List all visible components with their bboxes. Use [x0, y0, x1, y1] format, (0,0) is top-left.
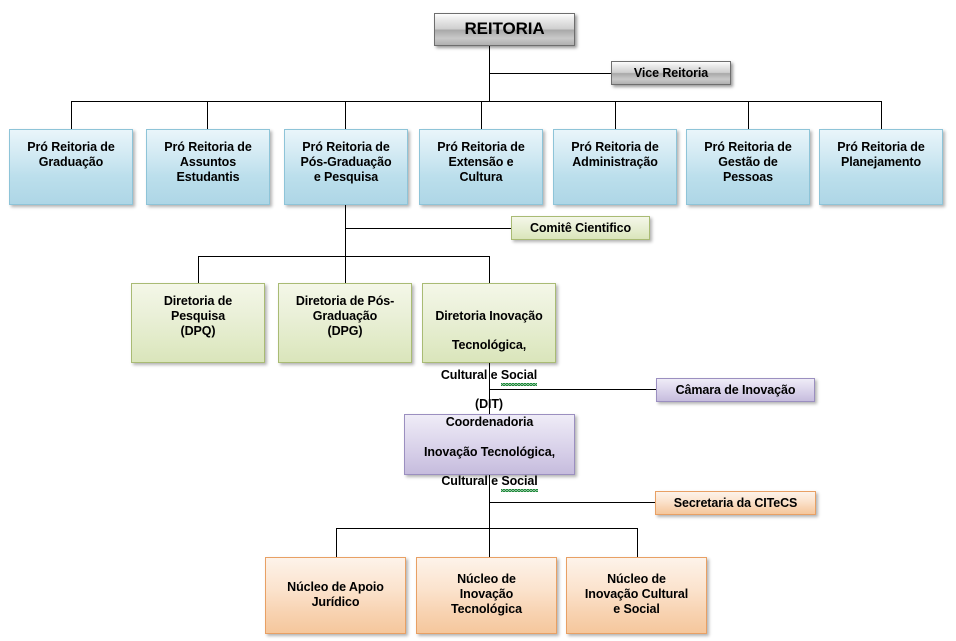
node-pro-reitoria-extensao-cultura-label: Pró Reitoria de Extensão e Cultura: [437, 140, 525, 184]
connector-drop-gestao: [748, 101, 749, 129]
connector-drop-dit: [489, 256, 490, 283]
node-secretaria-citecs[interactable]: Secretaria da CITeCS: [655, 491, 816, 515]
node-diretoria-pos-graduacao-label: Diretoria de Pós- Graduação (DPG): [295, 294, 395, 338]
connector-dit-stem: [489, 363, 490, 414]
dit-line-1: Diretoria Inovação: [435, 308, 543, 323]
node-pro-reitoria-planejamento[interactable]: Pró Reitoria de Planejamento: [819, 129, 943, 205]
node-camara-inovacao-label: Câmara de Inovação: [675, 382, 796, 397]
dit-line-4: (DIT): [475, 397, 503, 412]
node-pro-reitoria-pos-graduacao-pesquisa-label: Pró Reitoria de Pós-Graduação e Pesquisa: [300, 140, 392, 184]
connector-drop-pos: [345, 101, 346, 129]
node-diretoria-inovacao-tecnologica-label: Diretoria Inovação Tecnológica, Cultural…: [423, 294, 555, 412]
node-pro-reitoria-planejamento-label: Pró Reitoria de Planejamento: [837, 140, 925, 169]
node-pro-reitoria-graduacao[interactable]: Pró Reitoria de Graduação: [9, 129, 133, 205]
connector-pos-stem: [345, 205, 346, 256]
node-pro-reitoria-assuntos-estudantis-label: Pró Reitoria de Assuntos Estudantis: [164, 140, 252, 184]
dit-line-3-prefix: Cultural e: [440, 367, 501, 382]
connector-comite: [345, 228, 511, 229]
coordenadoria-line-3-prefix: Cultural e: [441, 474, 502, 488]
node-coordenadoria-citecs[interactable]: Coordenadoria Inovação Tecnológica, Cult…: [404, 414, 575, 492]
node-diretoria-inovacao-tecnologica[interactable]: Diretoria Inovação Tecnológica, Cultural…: [422, 283, 556, 411]
connector-secretaria: [489, 502, 655, 503]
connector-nucleos-bus: [336, 528, 637, 529]
connector-drop-nucleo-juridico: [336, 528, 337, 557]
node-diretoria-pesquisa-label: Diretoria de Pesquisa (DPQ): [163, 294, 233, 338]
node-pro-reitoria-pos-graduacao-pesquisa[interactable]: Pró Reitoria de Pós-Graduação e Pesquisa: [284, 129, 408, 205]
node-pro-reitoria-gestao-pessoas[interactable]: Pró Reitoria de Gestão de Pessoas: [686, 129, 810, 205]
node-nucleo-inovacao-tecnologica-label: Núcleo de Inovação Tecnológica: [451, 572, 522, 616]
connector-drop-assuntos: [207, 101, 208, 129]
connector-proreitorias-bus: [71, 101, 881, 102]
coordenadoria-line-3-misspelled-word: Social: [501, 474, 538, 492]
node-pro-reitoria-administracao[interactable]: Pró Reitoria de Administração: [553, 129, 677, 205]
dit-line-3-misspelled-word: Social: [500, 367, 538, 386]
connector-vice-reitoria: [489, 73, 611, 74]
node-pro-reitoria-gestao-pessoas-label: Pró Reitoria de Gestão de Pessoas: [704, 140, 792, 184]
connector-diretorias-bus: [198, 256, 490, 257]
connector-drop-planejamento: [881, 101, 882, 129]
node-vice-reitoria-label: Vice Reitoria: [633, 65, 709, 80]
node-pro-reitoria-graduacao-label: Pró Reitoria de Graduação: [27, 140, 115, 169]
node-vice-reitoria[interactable]: Vice Reitoria: [611, 61, 731, 85]
node-nucleo-inovacao-tecnologica[interactable]: Núcleo de Inovação Tecnológica: [416, 557, 557, 634]
coordenadoria-line-1: Coordenadoria: [445, 415, 534, 429]
connector-drop-dpq: [198, 256, 199, 283]
connector-coordenadoria-stem: [489, 475, 490, 528]
node-nucleo-inovacao-cultural-social-label: Núcleo de Inovação Cultural e Social: [584, 572, 689, 616]
node-diretoria-pesquisa[interactable]: Diretoria de Pesquisa (DPQ): [131, 283, 265, 363]
node-diretoria-pos-graduacao[interactable]: Diretoria de Pós- Graduação (DPG): [278, 283, 412, 363]
node-pro-reitoria-assuntos-estudantis[interactable]: Pró Reitoria de Assuntos Estudantis: [146, 129, 270, 205]
dit-line-2: Tecnológica,: [451, 338, 527, 353]
node-reitoria-label: REITORIA: [464, 19, 545, 39]
node-comite-cientifico[interactable]: Comitê Cientifico: [511, 216, 650, 240]
node-secretaria-citecs-label: Secretaria da CITeCS: [673, 495, 798, 510]
node-nucleo-apoio-juridico[interactable]: Núcleo de Apoio Jurídico: [265, 557, 406, 634]
node-camara-inovacao[interactable]: Câmara de Inovação: [656, 378, 815, 402]
connector-drop-extensao: [481, 101, 482, 129]
node-pro-reitoria-administracao-label: Pró Reitoria de Administração: [571, 140, 659, 169]
connector-drop-nucleo-tecnologica: [489, 528, 490, 557]
connector-drop-dpg: [345, 256, 346, 283]
node-reitoria[interactable]: REITORIA: [434, 13, 575, 46]
node-comite-cientifico-label: Comitê Cientifico: [529, 220, 632, 235]
coordenadoria-line-2: Inovação Tecnológica,: [423, 444, 556, 459]
connector-drop-administracao: [615, 101, 616, 129]
connector-drop-graduacao: [71, 101, 72, 129]
connector-drop-nucleo-cultural: [637, 528, 638, 557]
connector-camara: [489, 389, 656, 390]
node-pro-reitoria-extensao-cultura[interactable]: Pró Reitoria de Extensão e Cultura: [419, 129, 543, 205]
node-nucleo-inovacao-cultural-social[interactable]: Núcleo de Inovação Cultural e Social: [566, 557, 707, 634]
node-coordenadoria-citecs-label: Coordenadoria Inovação Tecnológica, Cult…: [405, 400, 574, 492]
node-nucleo-apoio-juridico-label: Núcleo de Apoio Jurídico: [287, 580, 384, 609]
